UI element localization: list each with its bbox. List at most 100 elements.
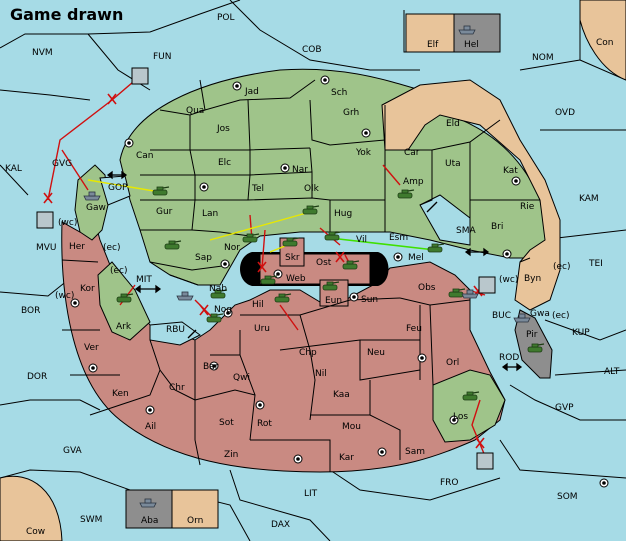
region-red-continent bbox=[61, 221, 506, 473]
label-qwi: Qwi bbox=[233, 373, 250, 383]
label-ec4: (ec) bbox=[552, 311, 570, 321]
label-sma: SMA bbox=[456, 226, 476, 236]
label-zin: Zin bbox=[224, 450, 238, 460]
label-qua: Qua bbox=[186, 106, 204, 116]
label-ovd: OVD bbox=[555, 108, 575, 118]
label-gwa: Gwa bbox=[530, 309, 550, 319]
label-alt: ALT bbox=[604, 367, 620, 377]
region-labels: POL NVM FUN COB NOM Con Elf Hel KAL GVG … bbox=[5, 13, 620, 537]
label-hug: Hug bbox=[334, 209, 352, 219]
label-vil: Vil bbox=[356, 235, 367, 245]
label-mou: Mou bbox=[342, 422, 361, 432]
label-sam: Sam bbox=[405, 447, 425, 457]
label-kor: Kor bbox=[80, 284, 95, 294]
label-ver: Ver bbox=[84, 343, 99, 353]
region-aba bbox=[125, 489, 173, 529]
label-ost: Ost bbox=[316, 258, 332, 268]
label-nar: Nar bbox=[292, 165, 308, 175]
label-pol: POL bbox=[217, 13, 235, 23]
region-hel bbox=[453, 13, 501, 53]
label-kar: Kar bbox=[339, 453, 354, 463]
label-mit: MIT bbox=[136, 275, 152, 285]
region-elf bbox=[405, 13, 455, 53]
region-los bbox=[432, 369, 506, 443]
label-sch: Sch bbox=[331, 88, 347, 98]
label-neu: Neu bbox=[367, 348, 385, 358]
label-nor: Nor bbox=[224, 243, 240, 253]
label-kaa: Kaa bbox=[333, 390, 350, 400]
label-rie: Rie bbox=[520, 202, 535, 212]
province-borders-south bbox=[61, 259, 471, 472]
label-gva: GVA bbox=[63, 446, 83, 456]
label-nvm: NVM bbox=[32, 48, 53, 58]
label-eld: Eld bbox=[446, 119, 460, 129]
label-som: SOM bbox=[557, 492, 578, 502]
label-kal: KAL bbox=[5, 164, 22, 174]
label-nil: Nil bbox=[315, 369, 327, 379]
label-lit: LIT bbox=[304, 489, 318, 499]
label-elf: Elf bbox=[427, 40, 439, 50]
label-rot: Rot bbox=[257, 419, 272, 429]
label-cow: Cow bbox=[26, 527, 45, 537]
label-skr: Skr bbox=[285, 253, 300, 263]
bay-sma bbox=[419, 194, 471, 246]
label-web: Web bbox=[286, 274, 306, 284]
label-kam: KAM bbox=[579, 194, 599, 204]
label-uru: Uru bbox=[254, 324, 270, 334]
label-ec1: (ec) bbox=[103, 243, 121, 253]
label-nom: NOM bbox=[532, 53, 554, 63]
label-bar: Bar bbox=[203, 362, 219, 372]
label-jos: Jos bbox=[216, 124, 230, 134]
label-kup: KUP bbox=[572, 328, 590, 338]
label-gvp: GVP bbox=[555, 403, 574, 413]
label-wc3: (wc) bbox=[499, 275, 518, 285]
label-pir: Pir bbox=[526, 330, 538, 340]
label-nog: Nog bbox=[214, 305, 232, 315]
label-obs: Obs bbox=[418, 283, 436, 293]
label-tel: Tel bbox=[251, 184, 264, 194]
label-cob: COB bbox=[302, 45, 322, 55]
label-fro: FRO bbox=[440, 478, 459, 488]
label-swm: SWM bbox=[80, 515, 102, 525]
label-grh: Grh bbox=[343, 108, 359, 118]
bay-rbu bbox=[149, 321, 201, 346]
label-bri: Bri bbox=[491, 222, 503, 232]
label-amp: Amp bbox=[403, 177, 424, 187]
label-ken: Ken bbox=[112, 389, 129, 399]
label-feu: Feu bbox=[406, 324, 422, 334]
label-mel: Mel bbox=[408, 253, 424, 263]
label-lan: Lan bbox=[202, 209, 218, 219]
label-aba: Aba bbox=[141, 516, 158, 526]
label-gur: Gur bbox=[156, 207, 173, 217]
label-elc: Elc bbox=[218, 158, 231, 168]
label-sot: Sot bbox=[219, 418, 234, 428]
province-borders bbox=[140, 79, 540, 286]
label-fun: FUN bbox=[153, 52, 172, 62]
label-mvu: MVU bbox=[36, 243, 57, 253]
label-hil: Hil bbox=[252, 300, 264, 310]
label-tei: TEI bbox=[588, 259, 603, 269]
order-line-green bbox=[329, 237, 436, 251]
order-cut-marks bbox=[43, 93, 485, 449]
label-dax: DAX bbox=[271, 520, 290, 530]
label-chr: Chr bbox=[169, 383, 185, 393]
label-kat: Kat bbox=[503, 166, 518, 176]
label-gaw: Gaw bbox=[86, 203, 106, 213]
label-nab: Nab bbox=[209, 284, 227, 294]
label-hel: Hel bbox=[464, 40, 479, 50]
label-chp: Chp bbox=[299, 348, 317, 358]
label-byn: Byn bbox=[524, 274, 541, 284]
label-can: Can bbox=[136, 151, 154, 161]
label-ec3: (ec) bbox=[553, 262, 571, 272]
label-wc2: (wc) bbox=[55, 291, 74, 301]
label-car: Car bbox=[404, 148, 420, 158]
game-status-title: Game drawn bbox=[10, 5, 123, 24]
label-olk: Olk bbox=[304, 184, 320, 194]
label-rod: ROD bbox=[499, 353, 519, 363]
label-los: Los bbox=[453, 412, 468, 422]
label-sun: Sun bbox=[361, 295, 378, 305]
label-gop: GOP bbox=[108, 183, 128, 193]
label-esm: Esm bbox=[389, 233, 408, 243]
